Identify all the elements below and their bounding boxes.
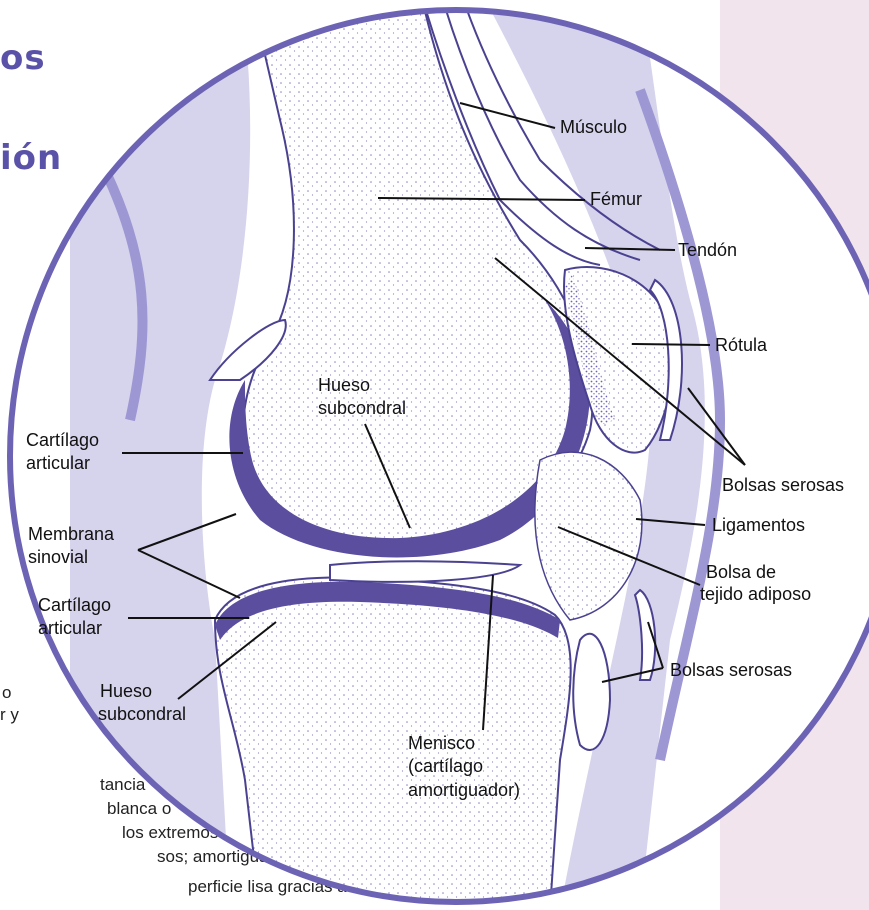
leader-rotula <box>632 344 710 345</box>
label-menisco-2: (cartílago <box>408 756 483 776</box>
label-cartilago-bot-2: articular <box>38 618 102 638</box>
label-cartilago-bot-1: Cartílago <box>38 595 111 615</box>
label-bolsas-serosas-2: Bolsas serosas <box>670 660 792 680</box>
label-rotula: Rótula <box>715 335 768 355</box>
label-menisco-3: amortiguador) <box>408 780 520 800</box>
bursa-lower-right <box>573 634 610 750</box>
label-hueso-sub-top-1: Hueso <box>318 375 370 395</box>
label-ligamentos: Ligamentos <box>712 515 805 535</box>
label-tendon: Tendón <box>678 240 737 260</box>
label-cartilago-top-2: articular <box>26 453 90 473</box>
label-membrana-1: Membrana <box>28 524 115 544</box>
label-menisco-1: Menisco <box>408 733 475 753</box>
label-bolsa-tejido-1: Bolsa de <box>706 562 776 582</box>
label-musculo: Músculo <box>560 117 627 137</box>
label-hueso-sub-bot-1: Hueso <box>100 681 152 701</box>
label-hueso-sub-bot-2: subcondral <box>98 704 186 724</box>
label-hueso-sub-top-2: subcondral <box>318 398 406 418</box>
label-cartilago-top-1: Cartílago <box>26 430 99 450</box>
label-femur: Fémur <box>590 189 642 209</box>
label-bolsa-tejido-2: tejido adiposo <box>700 584 811 604</box>
label-membrana-2: sinovial <box>28 547 88 567</box>
label-bolsas-serosas-1: Bolsas serosas <box>722 475 844 495</box>
